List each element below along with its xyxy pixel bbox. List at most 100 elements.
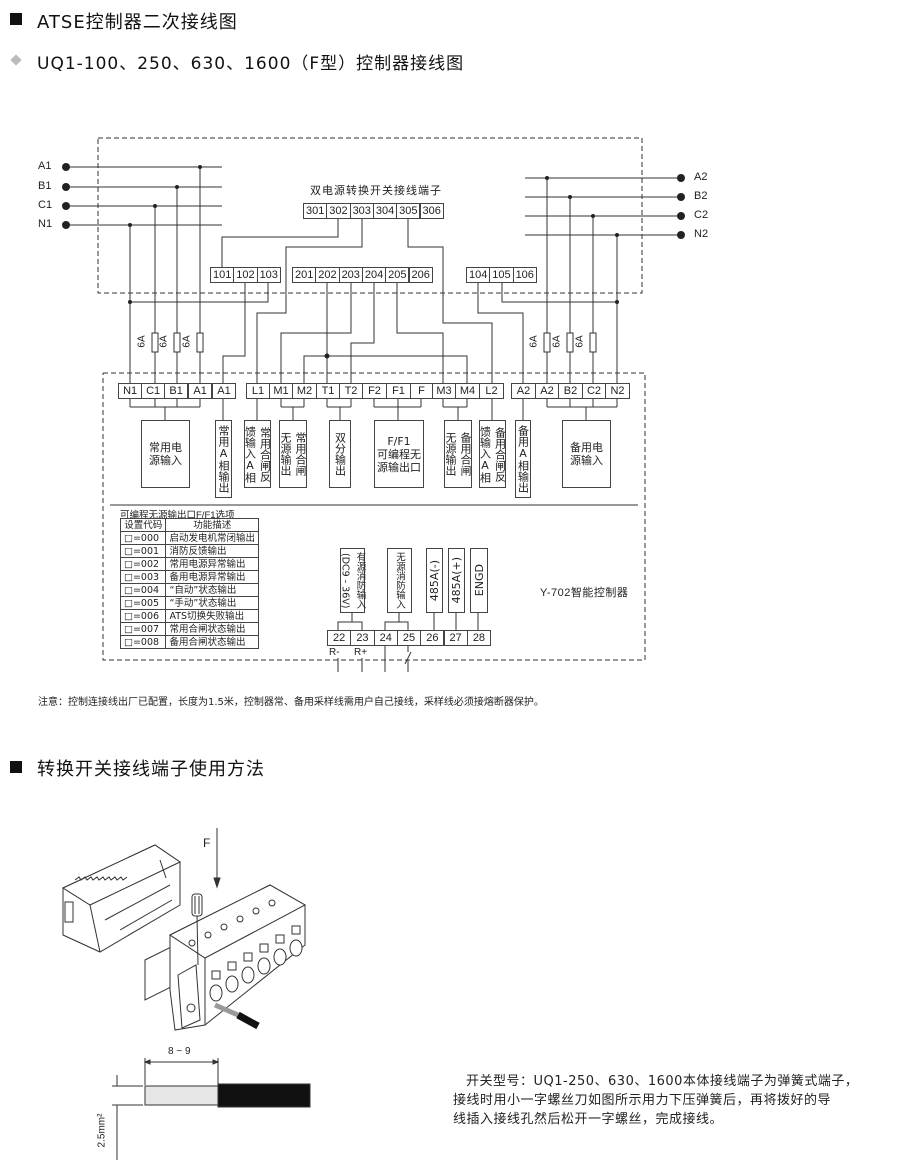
- page-title: ATSE控制器二次接线图: [37, 12, 238, 33]
- junction-dot: [615, 233, 619, 237]
- function-description-cell: 备用合闸状态输出: [165, 635, 259, 649]
- wire-hole-icon: [273, 948, 287, 966]
- junction-dot: [128, 223, 132, 227]
- box-label: 双分输出: [333, 432, 347, 476]
- force-arrow-icon: [213, 828, 221, 889]
- usage-description-line-3: 线插入接线孔然后松开一字螺丝，完成接线。: [453, 1112, 724, 1127]
- switch-terminal: 104: [466, 267, 491, 283]
- junction-dot: [324, 353, 330, 359]
- terminal-point-icon: [677, 212, 685, 220]
- wire-hole-icon: [209, 984, 223, 1002]
- wire-size-label: 2.5mm²: [96, 1113, 108, 1148]
- switch-terminal: 201: [292, 267, 317, 283]
- box-label: 常用A相输出: [217, 425, 230, 493]
- options-title: 可编程无源输出口F/F1选项: [120, 510, 235, 521]
- terminal-point-icon: [677, 174, 685, 182]
- box-label: 备用合闸: [459, 432, 472, 476]
- box-label: 源输入: [570, 454, 603, 467]
- switch-terminal: 105: [489, 267, 514, 283]
- wire-hole-icon: [225, 975, 239, 993]
- spring-hole-icon: [188, 939, 196, 947]
- junction-dot: [198, 165, 202, 169]
- spring-terminal-connector-icon: [144, 884, 307, 1031]
- fuse-icon: [543, 332, 551, 353]
- controller-terminal: C1: [141, 383, 166, 399]
- terminal-point-icon: [62, 183, 70, 191]
- junction-dot: [128, 300, 132, 304]
- spring-hole-icon: [252, 907, 260, 915]
- junction-dot: [568, 195, 572, 199]
- wire-hole-icon: [241, 966, 255, 984]
- normal-close-dry-output-box: 常用合闸无源输出: [279, 420, 307, 488]
- controller-terminal: M1: [269, 383, 293, 399]
- screwdriver-icon: [191, 893, 203, 966]
- terminal-point-icon: [62, 202, 70, 210]
- release-slot-icon: [211, 970, 221, 980]
- fuse-icon: [196, 332, 204, 353]
- normal-close-feedback-box: 常用合闸反馈输入A相: [244, 420, 272, 488]
- r-minus-label: R-: [329, 647, 340, 658]
- box-label: 备用A相输出: [516, 425, 530, 493]
- box-label: 常用合闸反: [258, 426, 272, 482]
- standby-close-dry-output-box: 备用合闸无源输出: [444, 420, 472, 488]
- aux-terminal: 25: [396, 630, 422, 646]
- socket-connector-icon: [61, 844, 182, 953]
- active-fire-input-box: 有源消防输入(DC9 - 36V): [340, 548, 366, 613]
- controller-terminal: M4: [455, 383, 480, 399]
- engd-box: ENGD: [470, 548, 488, 613]
- release-slot-icon: [227, 961, 237, 971]
- source2-label: A2: [694, 171, 708, 183]
- aux-terminal: 28: [466, 630, 492, 646]
- release-slot-icon: [243, 952, 253, 962]
- wire-strip-diagram: [112, 1058, 311, 1160]
- aux-terminal: 22: [327, 630, 352, 646]
- rs485-plus-box: 485A(+): [448, 548, 465, 613]
- wire: [280, 282, 352, 383]
- release-slot-icon: [275, 934, 285, 944]
- fuse-icon: [566, 332, 574, 353]
- release-slot-icon: [291, 925, 301, 935]
- switch-terminal: 306: [419, 203, 444, 219]
- release-slot-icon: [259, 943, 269, 953]
- fuse-icon: [589, 332, 597, 353]
- controller-terminal: M3: [432, 383, 456, 399]
- switch-terminal: 204: [361, 267, 387, 283]
- junction-dot: [591, 214, 595, 218]
- controller-terminal: F2: [362, 383, 387, 399]
- usage-description-line-2: 接线时用小一字螺丝刀如图所示用力下压弹簧后，再将拨好的导: [453, 1093, 832, 1108]
- source1-label: C1: [38, 199, 53, 211]
- wire: [303, 355, 468, 383]
- controller-enclosure-border: [102, 372, 646, 661]
- wire: [256, 218, 363, 383]
- switch-terminal: 305: [396, 203, 421, 219]
- box-label: 无源输出: [279, 432, 292, 476]
- source1-label: N1: [38, 218, 53, 230]
- switch-terminal: 103: [256, 267, 281, 283]
- spring-hole-icon: [268, 899, 276, 907]
- passive-fire-input-box: 无源消防输入: [387, 548, 412, 613]
- wire: [501, 282, 617, 303]
- junction-dot: [545, 176, 549, 180]
- box-label: 常用合闸: [294, 432, 307, 476]
- setting-code-cell: □=008: [119, 635, 167, 649]
- wire-hole-icon: [257, 957, 271, 975]
- box-label: 馈输入A相: [478, 425, 492, 483]
- box-label: 常用电: [149, 441, 182, 454]
- fuse-icon: [151, 332, 159, 353]
- switch-terminal: 202: [315, 267, 340, 283]
- junction-dot: [175, 185, 179, 189]
- force-label: F: [203, 836, 211, 850]
- rs485-minus-box: 485A(-): [426, 548, 443, 613]
- box-label: 源输出口: [377, 460, 421, 474]
- spring-hole-icon: [236, 915, 244, 923]
- wire: [337, 621, 363, 630]
- wire: [222, 282, 246, 383]
- switch-terminal: 205: [385, 267, 410, 283]
- switch-enclosure-border: [97, 137, 643, 294]
- wire: [130, 282, 269, 303]
- source2-label: C2: [694, 209, 709, 221]
